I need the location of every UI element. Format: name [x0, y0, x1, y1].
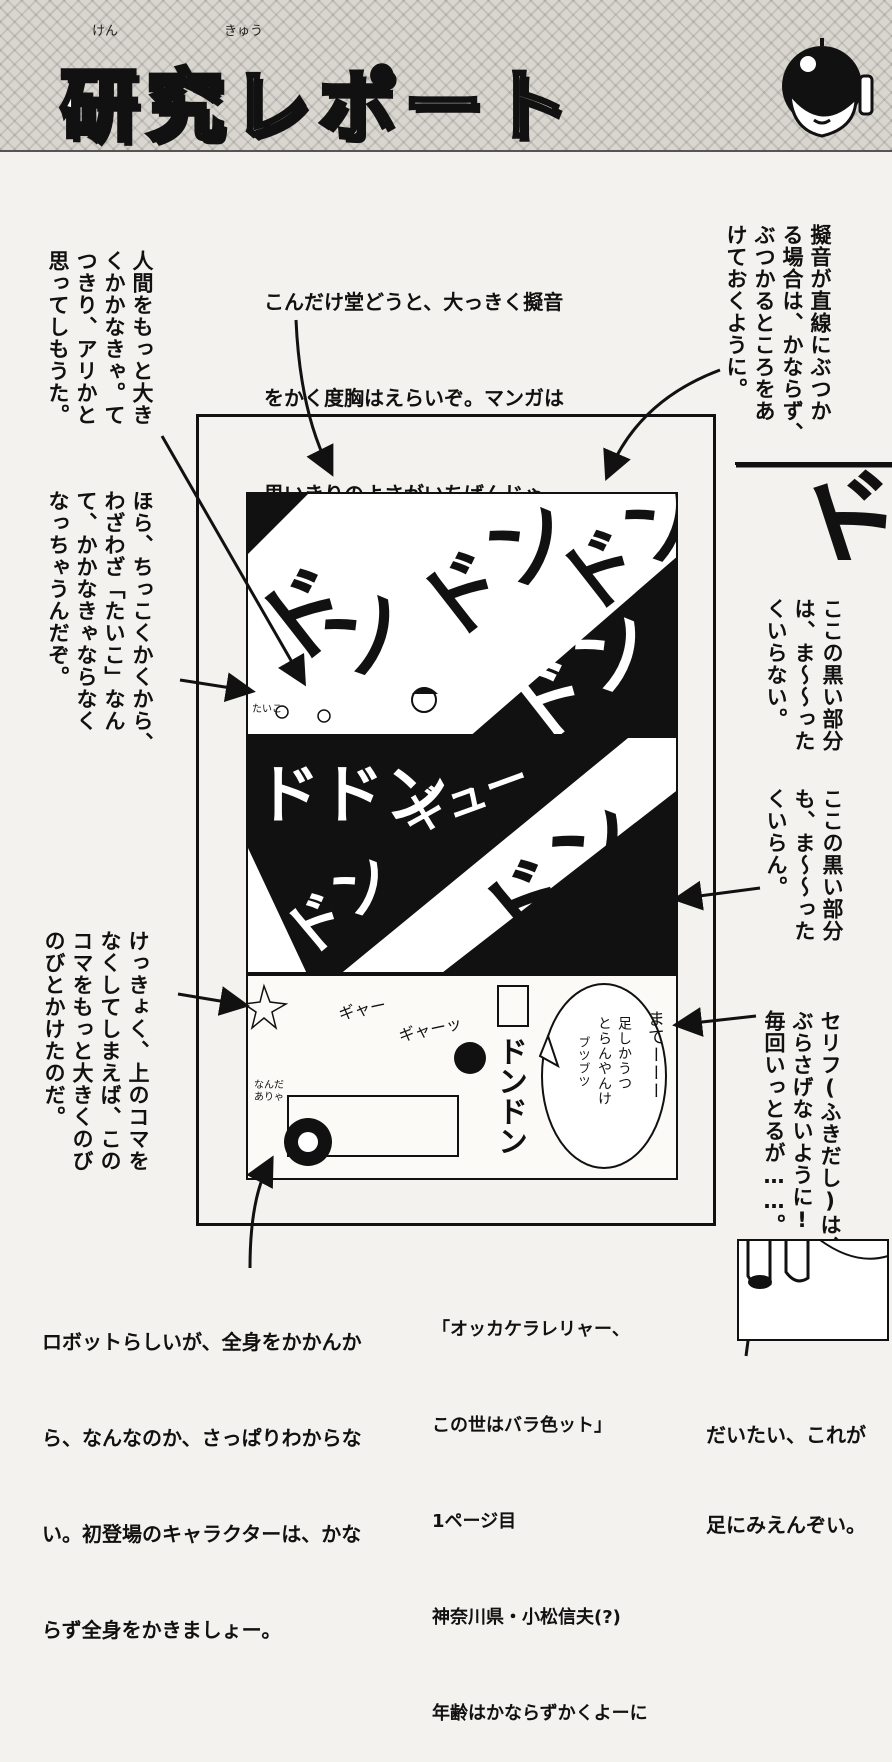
page-title: 研究レポート [58, 60, 577, 154]
panel-1-tiny-characters [275, 687, 438, 723]
note-right-mid-2: ここの黒い部分 も、ま〜〜った くいらん。 [764, 788, 844, 942]
note-top-right: 擬音が直線にぶつか る場合は、かならず、 ぶつかるところをあ けておくように。 [724, 224, 832, 444]
credit-title-line-2: この世はバラ色ット」 [432, 1415, 612, 1436]
note-left-3: けっきょく、上のコマを なくしてしまえば、この コマをもっと大きくのび のびとか… [42, 930, 150, 1172]
feet-drawing [737, 1239, 889, 1341]
panel-2-white-diagonals [248, 738, 676, 972]
comic-page-frame [196, 414, 716, 1226]
note-bottom-left: ロボットらしいが、全身をかかんか ら、なんなのか、さっぱりわからな い。初登場の… [42, 1262, 362, 1678]
credit-age-note: 年齢はかならずかくよーに [432, 1703, 648, 1724]
note-bottom-right: だいたい、これが 足にみえんぞい。 [706, 1360, 866, 1570]
side-sfx-text: ド [779, 447, 892, 560]
panel-3-speech-4: ブツブツ [577, 1036, 591, 1088]
note-bottom-left-line-2: ら、なんなのか、さっぱりわからな [42, 1426, 362, 1450]
panel-3-speech-3: とらんやんけ [596, 1016, 612, 1106]
helmet-character-icon [782, 38, 874, 138]
note-right-mid-1: ここの黒い部分 は、ま〜〜った くいらない。 [764, 598, 844, 752]
title-ruby-kyuu: きゅう [224, 24, 264, 39]
side-sfx-clip: ド [735, 440, 892, 560]
panel-3-speech-1: まてーーー [644, 1010, 664, 1100]
panel-3-drawing [248, 983, 667, 1169]
title-ruby-ken: けん [92, 24, 119, 39]
note-bottom-right-line-2: 足にみえんぞい。 [706, 1513, 866, 1537]
panel-1-drum-label: たいこ [252, 704, 282, 715]
credit-title-line-1: 「オッカケラレリャー、 [432, 1319, 630, 1340]
credit-page: 1ページ目 [432, 1511, 517, 1532]
comic-panel-2: ドドン ギュー ドン ドン ギャ [246, 736, 678, 974]
submission-credit: 「オッカケラレリャー、 この世はバラ色ット」 1ページ目 神奈川県・小松信夫(?… [432, 1250, 648, 1762]
panel-3-sfx-3: ドンドン [492, 1036, 527, 1156]
note-left-2: ほら、ちっこくかくから、 わざわざ「たいこ」なん て、かかなきゃならなく なっち… [46, 490, 154, 754]
panel-3-speech-2: 足しかうつ [616, 1016, 632, 1091]
note-top-center-line-2: をかく度胸はえらいぞ。マンガは [264, 386, 564, 410]
comic-panel-1: ド ン ドン ドン ドン たいこ [246, 492, 678, 736]
page-header: けん きゅう 研究レポート [0, 0, 892, 154]
comic-panel-3: ギャー ギャーッ ドンドン まてーーー 足しかうつ とらんやんけ ブツブツ なん… [246, 974, 678, 1180]
panel-3-small-1: なんだ [254, 1080, 284, 1091]
note-bottom-left-line-4: らず全身をかきましょー。 [42, 1618, 282, 1642]
note-right-low: セリフ(ふきだし)は、 ぶらさげないように! 毎回いっとるが……。 [762, 1010, 842, 1258]
panel-3-small-2: ありゃ [254, 1092, 284, 1103]
feet-drawing-clip [736, 1236, 892, 1346]
credit-author: 神奈川県・小松信夫(?) [432, 1607, 621, 1628]
note-bottom-right-line-1: だいたい、これが [706, 1423, 866, 1447]
note-bottom-left-line-1: ロボットらしいが、全身をかかんか [42, 1330, 362, 1354]
panel-2-sfx-a: ドドン [256, 759, 448, 833]
note-bottom-left-line-3: い。初登場のキャラクターは、かな [42, 1522, 362, 1546]
note-top-center-line-1: こんだけ堂どうと、大っきく擬音 [264, 290, 564, 314]
note-left-1: 人間をもっと大き くかかなきゃ。て つきり、アリかと 思ってしもうた。 [46, 250, 154, 426]
